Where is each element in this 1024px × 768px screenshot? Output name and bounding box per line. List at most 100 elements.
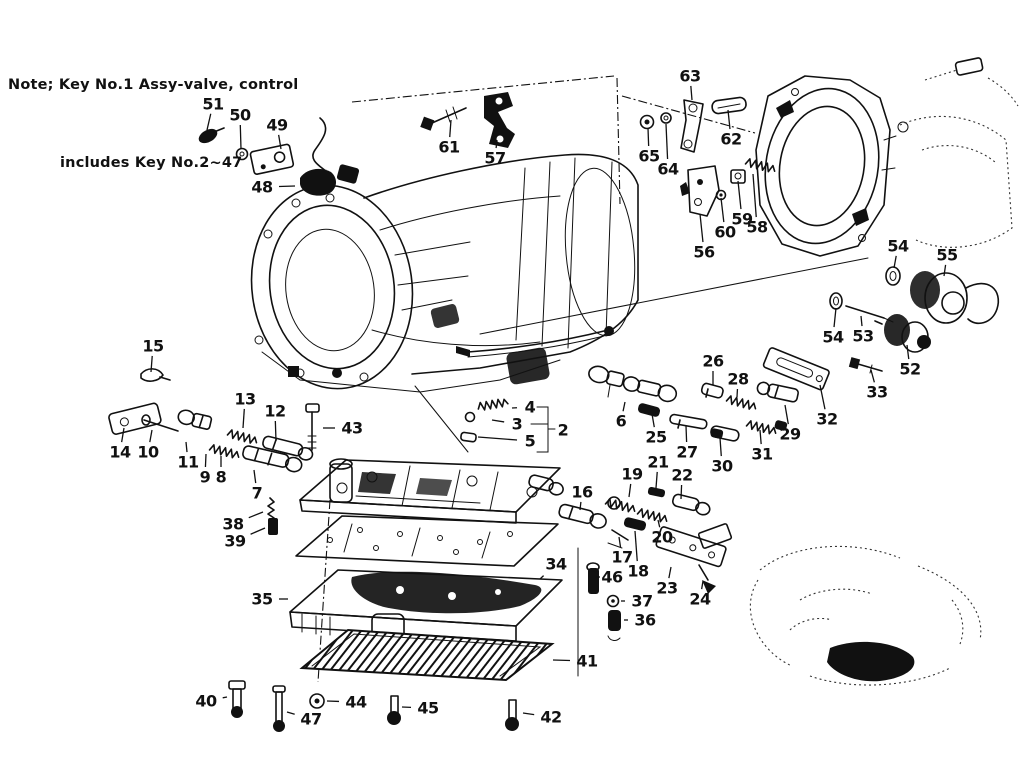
- part-label-48: 48: [251, 177, 273, 197]
- note-line-1: Note; Key No.1 Assy-valve, control: [8, 77, 299, 94]
- part-label-14: 14: [109, 442, 131, 462]
- part-label-62: 62: [720, 129, 742, 149]
- part-label-18: 18: [627, 561, 649, 581]
- part-label-55: 55: [936, 245, 958, 265]
- construction-lines: [317, 75, 869, 683]
- part-55-vacuum-diaphragm: [910, 271, 1000, 325]
- part-64-washer: [660, 112, 672, 124]
- part-label-6: 6: [615, 411, 627, 431]
- part-61-bolt: [420, 106, 467, 131]
- part-53-rod: [845, 305, 894, 323]
- part-label-65: 65: [638, 146, 660, 166]
- note-line-2: includes Key No.2~47: [60, 155, 243, 172]
- upper-valve-body: [299, 458, 564, 524]
- part-label-49: 49: [266, 115, 288, 135]
- part-48-wire-clamp: [300, 117, 360, 196]
- main-transmission-case: [250, 153, 639, 393]
- part-45-bolt: [387, 695, 401, 725]
- part-label-39: 39: [224, 531, 246, 551]
- part-22-valve: [672, 493, 711, 516]
- part-62-pin: [711, 96, 747, 115]
- part-17-pin: [607, 529, 629, 549]
- part-16-valve: [558, 503, 607, 529]
- part-47-bolt: [272, 685, 286, 732]
- part-4-spring: [476, 397, 510, 412]
- part-43-bolt: [305, 403, 320, 451]
- part-30-plug: [710, 425, 740, 442]
- part-label-10: 10: [137, 442, 159, 462]
- part-label-60: 60: [714, 222, 736, 242]
- part-42-bolt: [505, 699, 519, 731]
- part-label-9: 9: [199, 467, 211, 487]
- part-label-45: 45: [417, 698, 439, 718]
- part-13-spring: [226, 428, 259, 446]
- part-63-lever: [680, 99, 704, 153]
- part-56-manual-lever: [680, 165, 720, 217]
- part-6-manual-valve: [588, 365, 678, 403]
- part-label-21: 21: [647, 452, 669, 472]
- part-31-spring-plug: [745, 419, 788, 436]
- part-52-downshift-solenoid: [874, 314, 931, 353]
- part-32-plate: [762, 347, 830, 391]
- part-label-30: 30: [711, 456, 733, 476]
- part-65-nut: [639, 114, 655, 130]
- part-label-26: 26: [702, 351, 724, 371]
- part-label-57: 57: [484, 148, 506, 168]
- part-label-25: 25: [645, 427, 667, 447]
- part-label-63: 63: [679, 66, 701, 86]
- part-label-11: 11: [177, 452, 199, 472]
- part-3-ring: [464, 411, 476, 423]
- part-label-2: 2: [557, 420, 569, 440]
- part-label-53: 53: [852, 326, 874, 346]
- rear-case-opening: [755, 57, 1019, 257]
- part-60-washer: [715, 189, 727, 201]
- part-label-47: 47: [300, 709, 322, 729]
- part-49-plate: [249, 143, 295, 175]
- part-label-22: 22: [671, 465, 693, 485]
- part-label-15: 15: [142, 336, 164, 356]
- part-26-valve: [700, 382, 724, 399]
- part-label-17: 17: [611, 547, 633, 567]
- part-label-54: 54: [887, 236, 909, 256]
- part-11-9-8-7-valve-train: [177, 409, 303, 473]
- part-label-16: 16: [571, 482, 593, 502]
- part-58-spring: [744, 157, 777, 174]
- part-28-spring: [725, 394, 758, 412]
- part-label-7: 7: [251, 483, 263, 503]
- part-label-51: 51: [202, 94, 224, 114]
- part-25-plug: [637, 403, 661, 417]
- part-15-clip: [140, 368, 171, 382]
- part-50-washer: [235, 147, 249, 161]
- part-18-plug: [623, 517, 647, 531]
- lower-valve-body-35: [289, 569, 563, 653]
- part-33-bolt: [848, 357, 883, 374]
- part-label-46: 46: [601, 567, 623, 587]
- part-label-43: 43: [341, 418, 363, 438]
- part-label-20: 20: [651, 527, 673, 547]
- part-label-34: 34: [545, 554, 567, 574]
- part-label-52: 52: [899, 359, 921, 379]
- part-label-13: 13: [234, 389, 256, 409]
- part-36-plug: [607, 610, 621, 641]
- part-57-bracket: [484, 92, 515, 148]
- part-label-61: 61: [438, 137, 460, 157]
- part-label-42: 42: [540, 707, 562, 727]
- part-label-58: 58: [746, 217, 768, 237]
- part-40-bolt: [228, 680, 246, 718]
- part-27-valve: [669, 413, 708, 430]
- part-label-24: 24: [689, 589, 711, 609]
- part-label-36: 36: [634, 610, 656, 630]
- part-54-oring-upper: [885, 266, 901, 286]
- part-10-pin: [141, 414, 179, 432]
- part-5-plug: [460, 431, 477, 443]
- part-37-ball-seat: [606, 594, 620, 608]
- part-label-27: 27: [676, 442, 698, 462]
- part-label-37: 37: [631, 591, 653, 611]
- part-38-39-spring-pin: [267, 497, 278, 535]
- part-label-33: 33: [866, 382, 888, 402]
- part-label-4: 4: [524, 397, 536, 417]
- part-14-plate: [108, 402, 162, 435]
- part-24-bolt-clip: [698, 564, 716, 594]
- part-59-plug: [730, 169, 746, 184]
